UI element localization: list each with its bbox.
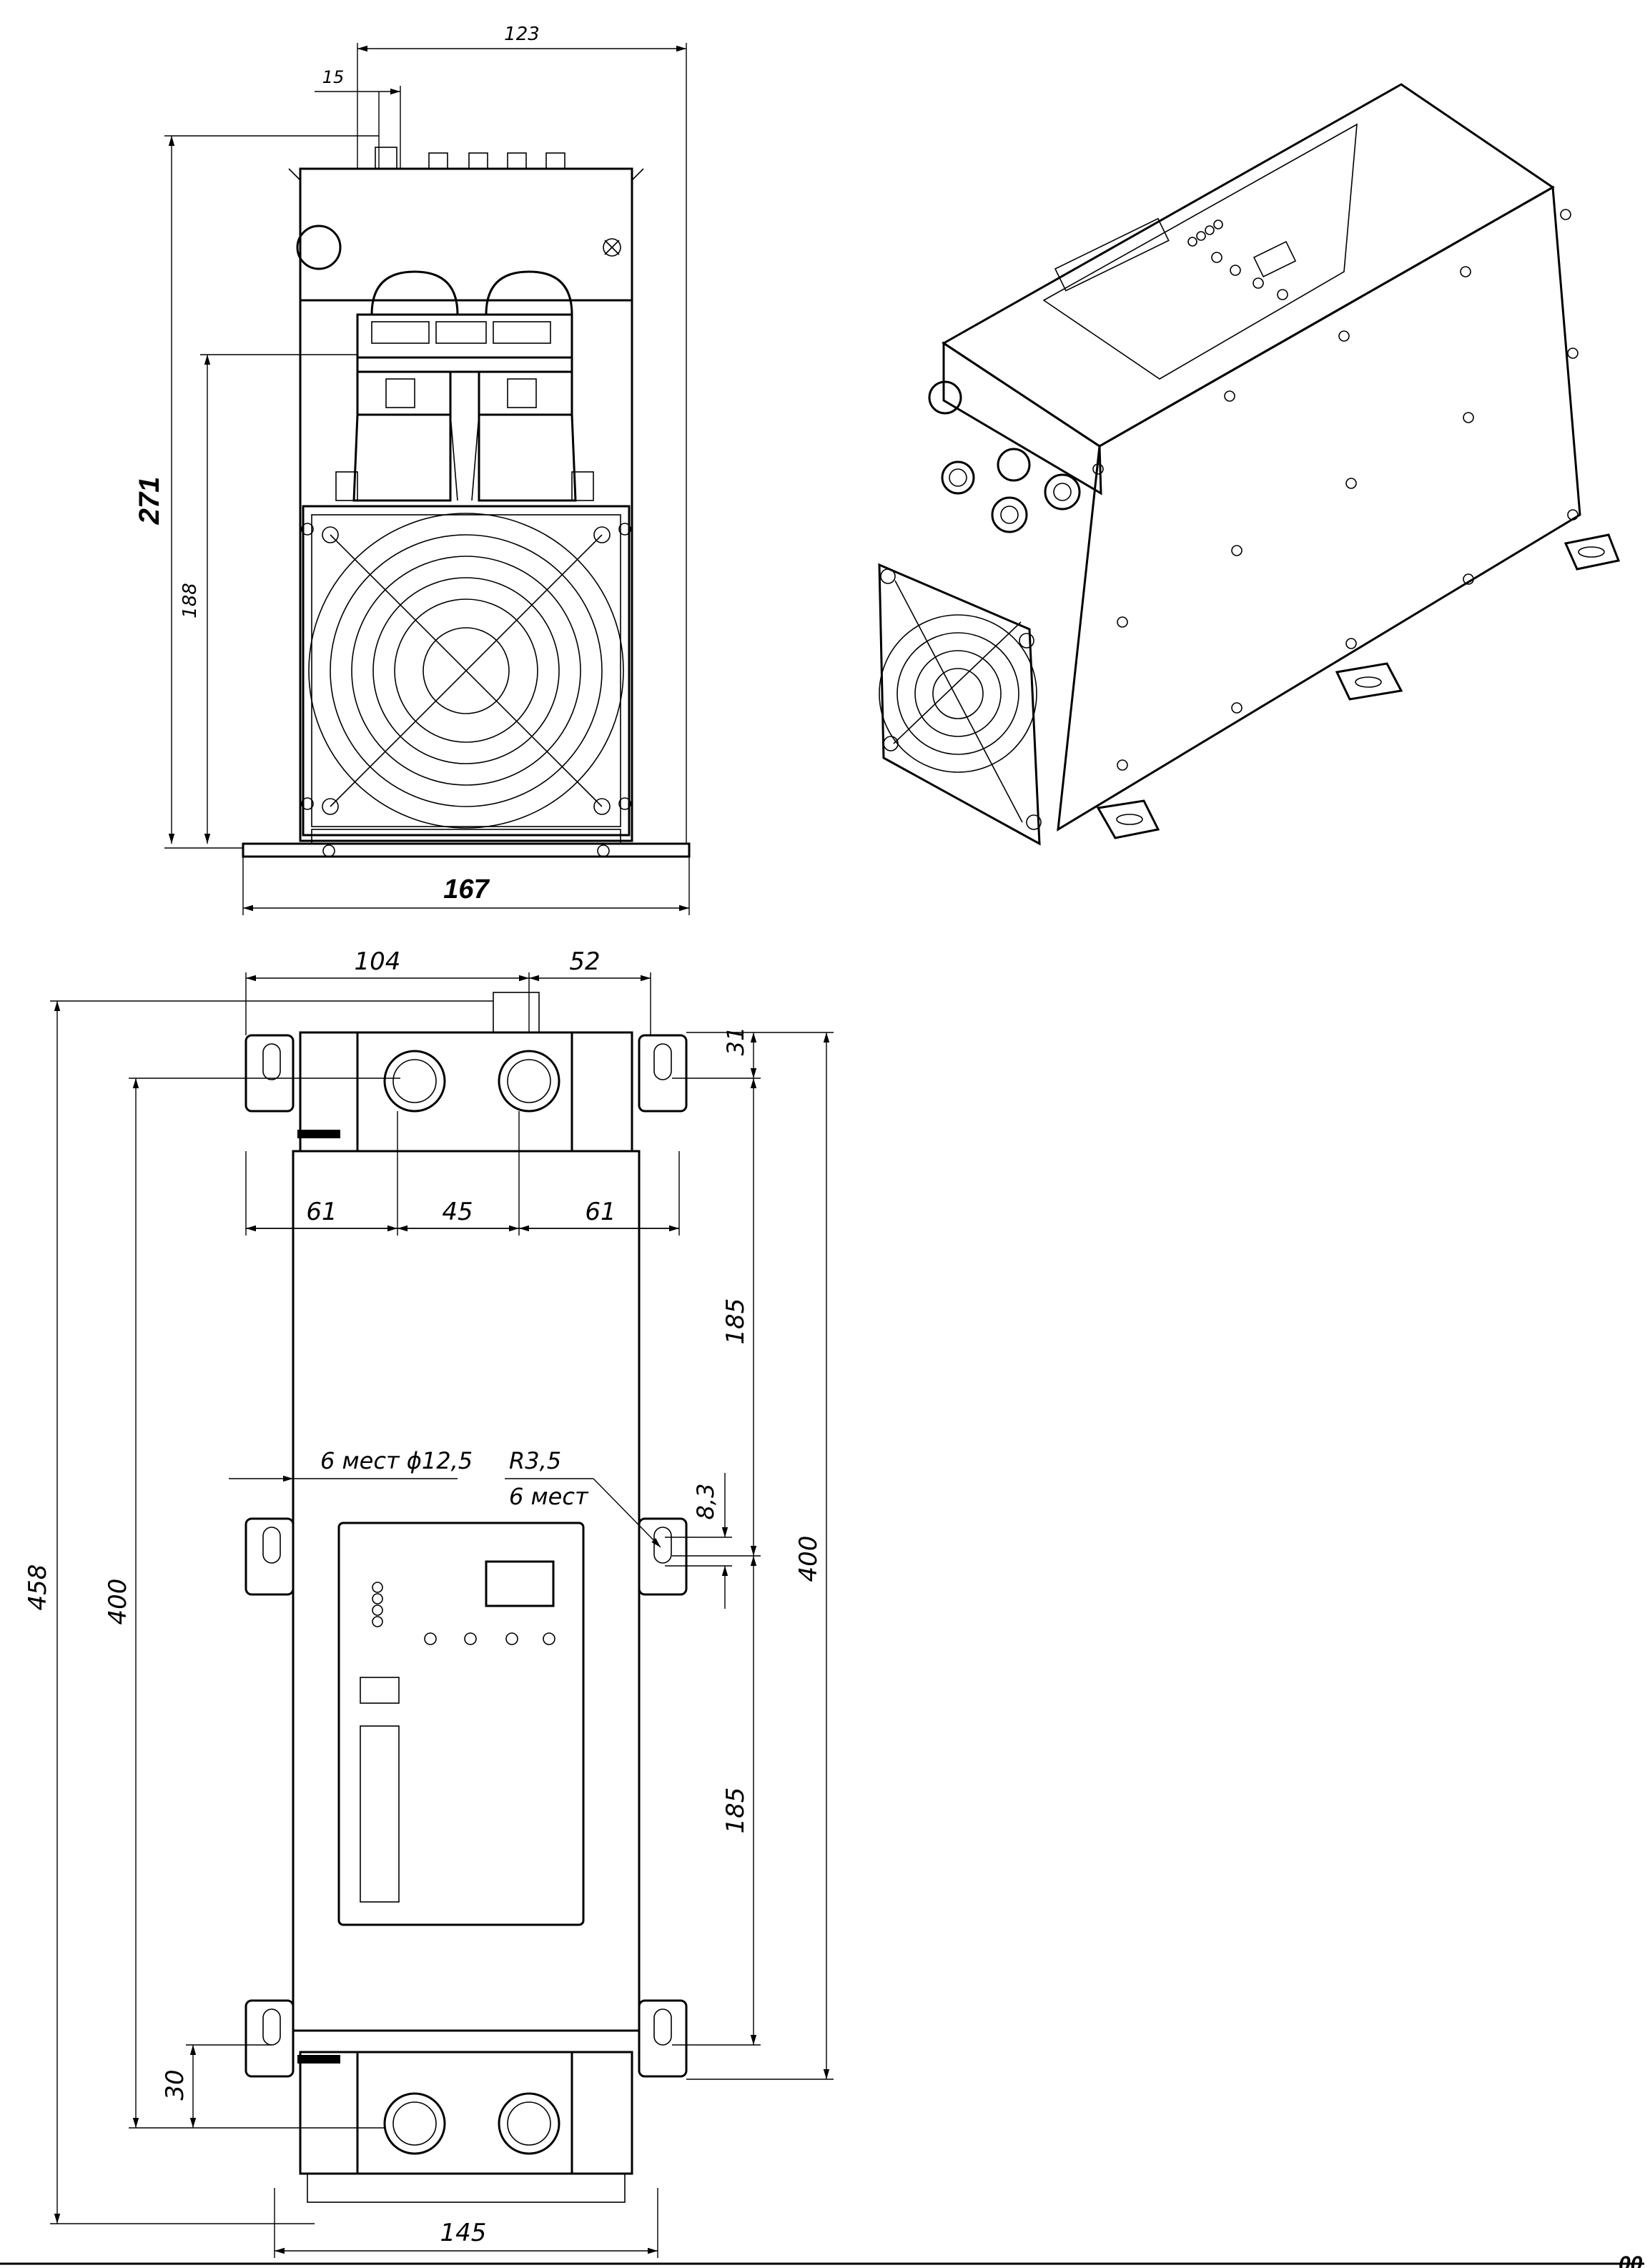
dim-offset-top: 15 [322, 67, 345, 87]
dim-spacing-upper: 185 [721, 1298, 750, 1345]
mounting-ear [638, 1517, 688, 1596]
note-radius: R3,5 [509, 1447, 561, 1474]
dim-top-offset: 31 [722, 1027, 749, 1056]
dim-mount-length-right: 400 [794, 1536, 823, 1582]
dim-terminal-right: 52 [569, 947, 600, 976]
top-view-dimensions: 104 52 61 45 61 458 400 30 400 [24, 947, 834, 2258]
note-holes: 6 мест ϕ12,5 [320, 1447, 473, 1474]
dim-base-width: 167 [443, 874, 490, 904]
note-radius-count: 6 мест [509, 1483, 589, 1510]
dim-terminal-right-gap: 61 [585, 1198, 616, 1226]
dim-bottom-offset: 30 [161, 2069, 189, 2100]
dim-mount-length-left: 400 [104, 1579, 132, 1625]
dim-terminal-span: 104 [355, 947, 401, 976]
mounting-ear [244, 1999, 295, 2078]
dim-total-height: 271 [134, 477, 165, 526]
dim-overall-length: 458 [24, 1564, 52, 1611]
front-view [242, 147, 691, 858]
dim-base-height: 188 [179, 583, 201, 618]
dim-terminal-pitch: 45 [442, 1198, 473, 1226]
mounting-ear [638, 1034, 688, 1113]
dim-width-top: 123 [504, 24, 540, 45]
mounting-ear [244, 1517, 295, 1596]
dim-terminal-left-gap: 61 [306, 1198, 337, 1226]
dim-base-width-top-view: 145 [440, 2219, 487, 2247]
isometric-view [878, 83, 1621, 846]
corner-mark: 00 [1619, 2252, 1643, 2268]
front-view-dimensions: 123 15 271 188 167 [134, 24, 690, 915]
dim-spacing-lower: 185 [721, 1788, 750, 1834]
mounting-ear [244, 1034, 295, 1113]
dim-slot-height: 8,3 [692, 1484, 719, 1520]
mounting-ear [638, 1999, 688, 2078]
top-view [244, 992, 688, 2203]
